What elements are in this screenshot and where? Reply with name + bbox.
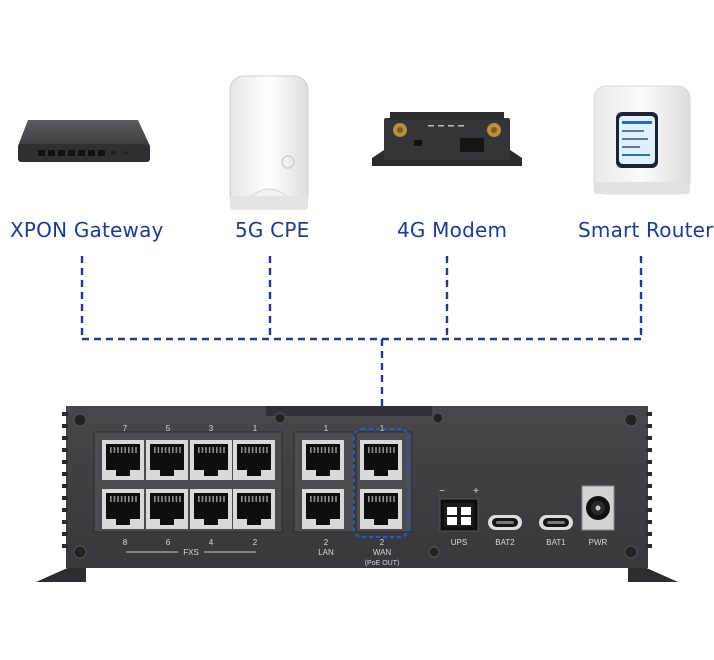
label-xpon-gateway: XPON Gateway	[10, 218, 164, 242]
connection-lines	[80, 256, 643, 430]
screw-icon	[432, 412, 444, 424]
fxs-number-2: 2	[253, 538, 258, 547]
wan-label: WAN	[373, 548, 392, 557]
wan-number-2: 2	[380, 538, 385, 547]
lan-number-2: 2	[324, 538, 329, 547]
fxs-number-6: 6	[166, 538, 171, 547]
screw-icon	[274, 412, 286, 424]
fxs-number-3: 3	[209, 424, 214, 433]
fxs-label: FXS	[183, 548, 199, 557]
lan-port	[302, 489, 344, 529]
fxs-port	[233, 489, 275, 529]
fxs-number-1: 1	[253, 424, 258, 433]
bat2-label: BAT2	[495, 538, 515, 547]
fxs-port	[233, 440, 275, 480]
label-5g-cpe: 5G CPE	[235, 218, 310, 242]
4g-modem-icon	[372, 112, 522, 166]
lan-port	[302, 440, 344, 480]
label-smart-router: Smart Router	[578, 218, 714, 242]
fxs-number-5: 5	[166, 424, 171, 433]
bat1-port	[539, 515, 573, 530]
ups-connector	[439, 498, 479, 532]
fxs-number-4: 4	[209, 538, 214, 547]
fxs-port	[146, 489, 188, 529]
fxs-port	[146, 440, 188, 480]
ups-plus-sign: +	[473, 486, 479, 497]
pwr-port	[581, 485, 615, 531]
screw-icon	[624, 413, 638, 427]
screw-icon	[624, 545, 638, 559]
xpon-gateway-icon	[18, 120, 150, 162]
fxs-number-7: 7	[123, 424, 128, 433]
rj45-ports	[102, 440, 402, 529]
wan-port	[360, 489, 402, 529]
wan-sublabel: (PoE OUT)	[365, 560, 400, 567]
lan-label: LAN	[318, 548, 334, 557]
wan-port	[360, 440, 402, 480]
label-4g-modem: 4G Modem	[397, 218, 508, 242]
lan-number-1: 1	[324, 424, 329, 433]
fxs-number-8: 8	[123, 538, 128, 547]
ups-minus-sign: −	[439, 486, 445, 497]
ups-label: UPS	[451, 538, 467, 547]
5g-cpe-icon	[229, 75, 309, 210]
smart-router-icon	[593, 85, 691, 195]
bat1-label: BAT1	[546, 538, 566, 547]
fxs-port	[190, 489, 232, 529]
screw-icon	[73, 413, 87, 427]
pwr-label: PWR	[589, 538, 608, 547]
screw-icon	[73, 545, 87, 559]
fxs-port	[102, 489, 144, 529]
bat2-port	[488, 515, 522, 530]
fxs-port	[190, 440, 232, 480]
fxs-port	[102, 440, 144, 480]
screw-icon	[428, 546, 440, 558]
wan-number-1: 1	[380, 424, 385, 433]
